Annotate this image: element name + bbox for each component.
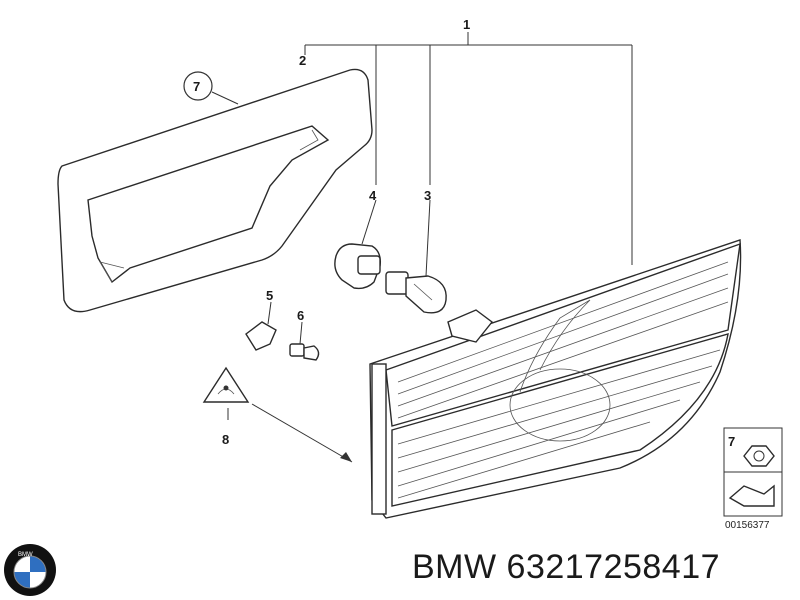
callout-4: 4 <box>369 188 377 203</box>
bulb-holder-part-4 <box>334 199 382 290</box>
gasket-part-2 <box>57 68 373 313</box>
callout-8: 8 <box>222 432 229 447</box>
callout-3: 3 <box>424 188 431 203</box>
callout-7-circle <box>183 71 239 105</box>
socket-part-5 <box>245 301 277 351</box>
bmw-logo-icon <box>4 544 56 596</box>
small-bulb-part-6 <box>289 321 320 361</box>
tail-light-housing-part-1 <box>369 239 742 519</box>
callout-1-leader <box>304 32 633 265</box>
callout-2: 2 <box>299 53 306 68</box>
part-number-caption: BMW 63217258417 <box>412 548 721 586</box>
reference-code: 00156377 <box>725 520 770 531</box>
callout-5: 5 <box>266 288 273 303</box>
warning-triangle-icon <box>202 366 353 463</box>
callout-7: 7 <box>193 79 200 94</box>
bulb-part-3 <box>385 199 447 314</box>
inset-label-7: 7 <box>728 434 735 449</box>
nut-inset-box <box>723 427 783 517</box>
callout-6: 6 <box>297 308 304 323</box>
bmw-logo-text: BMW <box>18 552 33 558</box>
callout-1: 1 <box>463 17 470 32</box>
